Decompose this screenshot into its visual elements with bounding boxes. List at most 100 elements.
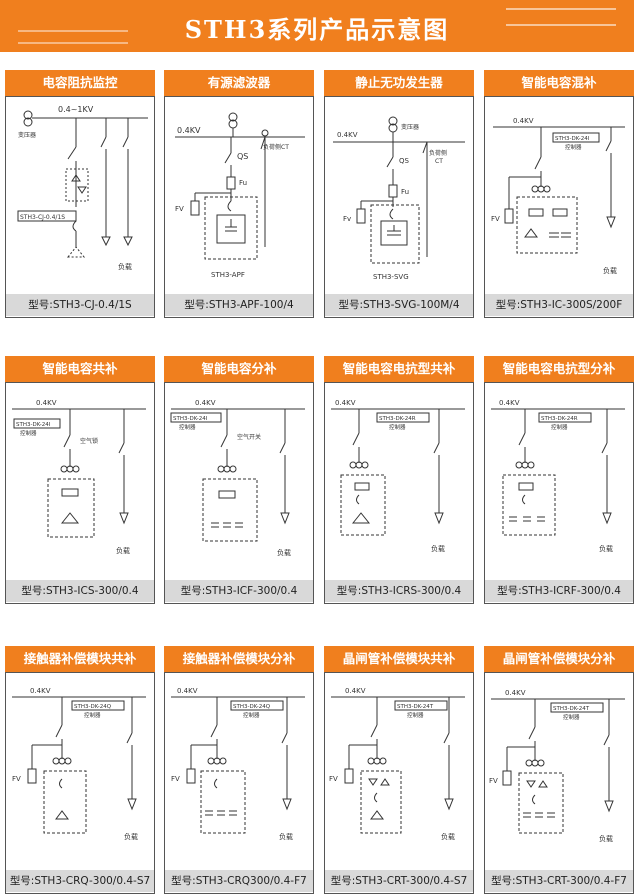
model-label: 型号:STH3-IC-300S/200F: [485, 294, 633, 316]
breaker-label: 空气开关: [237, 433, 261, 441]
load-label: 负载: [431, 544, 445, 553]
fv-label: FV: [171, 775, 180, 783]
ct-label: 负荷侧CT: [263, 143, 289, 151]
model-label: 型号:STH3-APF-100/4: [165, 294, 313, 316]
product-card-mixed-compensation: 智能电容混补 0.4KV STH3-DK-24I 控制器 FV 负载 型号:ST…: [484, 70, 634, 318]
model-label: 型号:STH3-ICF-300/0.4: [165, 580, 313, 602]
model-label: 型号:STH3-ICS-300/0.4: [6, 580, 154, 602]
circuit-diagram: 0.4KV STH3-DK-24I 控制器 FV 负载: [491, 117, 625, 275]
controller-caption: 控制器: [407, 711, 424, 719]
controller-caption: 控制器: [389, 423, 406, 431]
product-card-svg: 静止无功发生器 0.4KV 变压器 负荷侧 CT QS Fu Fv STH3-S…: [324, 70, 474, 318]
transformer-label: 变压器: [401, 123, 419, 131]
card-title: 接触器补偿模块共补: [5, 646, 155, 672]
controller-label: STH3-DK-24T: [553, 706, 590, 712]
product-card-thyristor-split: 晶闸管补偿模块分补 0.4KV STH3-DK-24T 控制器 FV 负载 型号…: [484, 646, 634, 894]
card-frame: [484, 382, 634, 604]
transformer-label: 变压器: [18, 131, 36, 139]
controller-label: STH3-DK-24I: [16, 422, 51, 428]
card-title: 晶闸管补偿模块分补: [484, 646, 634, 672]
card-title: 有源滤波器: [164, 70, 314, 96]
device-label: STH3-SVG: [373, 273, 409, 281]
qs-label: QS: [237, 152, 248, 161]
load-label: 负载: [124, 832, 138, 841]
model-label: 型号:STH3-SVG-100M/4: [325, 294, 473, 316]
circuit-diagram: 0.4KV STH3-DK-24R 控制器 负载: [331, 399, 465, 553]
fu-label: Fu: [401, 188, 409, 196]
fv-label: Fv: [343, 215, 351, 223]
load-label: 负载: [441, 832, 455, 841]
controller-label: STH3-DK-24T: [397, 704, 434, 710]
card-frame: [164, 382, 314, 604]
product-card-reactor-split: 智能电容电抗型分补 0.4KV STH3-DK-24R 控制器 负载 型号:ST…: [484, 356, 634, 604]
model-label: 型号:STH3-ICRF-300/0.4: [485, 580, 633, 602]
product-card-apf: 有源滤波器 0.4KV 负荷侧CT QS Fu FV STH3-APF 型号:S…: [164, 70, 314, 318]
title-banner: STH3系列产品示意图: [0, 0, 634, 52]
circuit-diagram: 0.4KV STH3-DK-24Q 控制器 FV 负载: [12, 687, 146, 841]
ct-label-line1: 负荷侧: [429, 149, 447, 157]
load-label: 负载: [603, 266, 617, 275]
product-card-reactor-common: 智能电容电抗型共补 0.4KV STH3-DK-24R 控制器 负载 型号:ST…: [324, 356, 474, 604]
ct-label-line2: CT: [435, 158, 443, 165]
voltage-label: 0.4KV: [345, 687, 366, 695]
load-label: 负载: [118, 262, 132, 271]
controller-caption: 控制器: [563, 713, 580, 721]
card-title: 智能电容共补: [5, 356, 155, 382]
load-label: 负载: [277, 548, 291, 557]
voltage-label: 0.4KV: [30, 687, 51, 695]
card-frame: [5, 96, 155, 318]
card-title: 智能电容电抗型分补: [484, 356, 634, 382]
load-label: 负载: [279, 832, 293, 841]
product-card-contactor-split: 接触器补偿模块分补 0.4KV STH3-DK-24Q 控制器 FV 负载 型号…: [164, 646, 314, 894]
fv-label: FV: [489, 777, 498, 785]
model-label: 型号:STH3-ICRS-300/0.4: [325, 580, 473, 602]
controller-caption: 控制器: [84, 711, 101, 719]
controller-label: STH3-DK-24R: [541, 416, 578, 422]
card-title: 晶闸管补偿模块共补: [324, 646, 474, 672]
circuit-diagram: 0.4KV STH3-DK-24T 控制器 FV 负载: [329, 687, 465, 841]
controller-label: STH3-DK-24I: [555, 136, 590, 142]
model-label: 型号:STH3-CJ-0.4/1S: [6, 294, 154, 316]
circuit-diagram: 变压器 0.4~1KV STH3-CJ-0.4/1S 负载: [17, 105, 148, 271]
voltage-label: 0.4KV: [177, 126, 201, 135]
card-title: 静止无功发生器: [324, 70, 474, 96]
card-frame: [324, 96, 474, 318]
model-label: 型号:STH3-CRQ300/0.4-F7: [165, 870, 313, 892]
circuit-diagram: 0.4KV STH3-DK-24I 控制器 空气锁 负载: [12, 399, 146, 555]
controller-caption: 控制器: [243, 711, 260, 719]
banner-decoration: [506, 8, 616, 26]
fv-label: FV: [12, 775, 21, 783]
circuit-diagram: 0.4KV 变压器 负荷侧 CT QS Fu Fv STH3-SVG: [333, 116, 465, 281]
product-card-common-compensation: 智能电容共补 0.4KV STH3-DK-24I 控制器 空气锁 负载 型号:S…: [5, 356, 155, 604]
circuit-diagram: 0.4KV STH3-DK-24Q 控制器 FV 负载: [171, 687, 305, 841]
voltage-label: 0.4KV: [337, 131, 358, 139]
controller-caption: 控制器: [551, 423, 568, 431]
controller-caption: 控制器: [20, 429, 37, 437]
fv-label: FV: [491, 215, 500, 223]
controller-label: STH3-CJ-0.4/1S: [20, 214, 65, 221]
qs-label: QS: [399, 157, 410, 165]
voltage-label: 0.4~1KV: [58, 105, 94, 114]
controller-caption: 控制器: [565, 143, 582, 151]
circuit-diagram: 0.4KV STH3-DK-24T 控制器 FV 负载: [489, 689, 625, 843]
model-label: 型号:STH3-CRT-300/0.4-F7: [485, 870, 633, 892]
banner-decoration: [18, 30, 128, 44]
voltage-label: 0.4KV: [499, 399, 520, 407]
voltage-label: 0.4KV: [513, 117, 534, 125]
model-label: 型号:STH3-CRQ-300/0.4-S7: [6, 870, 154, 892]
card-title: 接触器补偿模块分补: [164, 646, 314, 672]
voltage-label: 0.4KV: [505, 689, 526, 697]
breaker-label: 空气锁: [80, 437, 98, 445]
product-card-contactor-common: 接触器补偿模块共补 0.4KV STH3-DK-24Q 控制器 FV 负载 型号…: [5, 646, 155, 894]
card-frame: [324, 382, 474, 604]
model-label: 型号:STH3-CRT-300/0.4-S7: [325, 870, 473, 892]
controller-label: STH3-DK-24I: [173, 416, 208, 422]
load-label: 负载: [116, 546, 130, 555]
card-title: 电容阻抗监控: [5, 70, 155, 96]
card-title: 智能电容分补: [164, 356, 314, 382]
controller-label: STH3-DK-24Q: [74, 704, 112, 710]
fv-label: FV: [175, 205, 184, 213]
voltage-label: 0.4KV: [335, 399, 356, 407]
page-title: STH3系列产品示意图: [184, 15, 450, 44]
product-card-split-compensation: 智能电容分补 0.4KV STH3-DK-24I 控制器 空气开关 负载 型号:…: [164, 356, 314, 604]
